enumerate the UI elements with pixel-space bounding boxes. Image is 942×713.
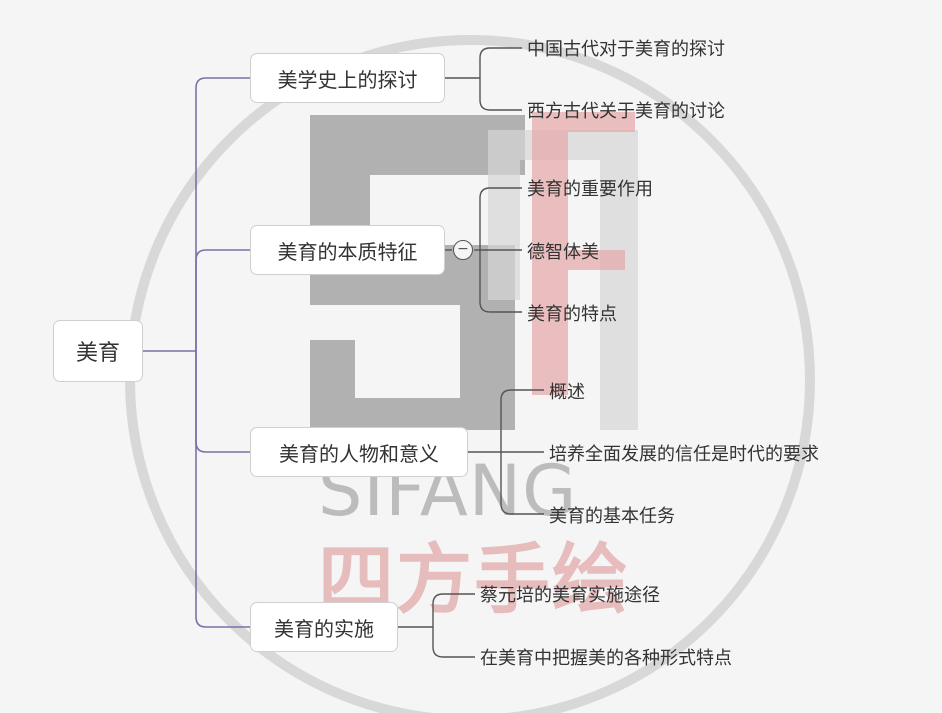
branch-node-significance[interactable]: 美育的人物和意义	[250, 427, 468, 477]
leaf-node[interactable]: 中国古代对于美育的探讨	[527, 39, 725, 60]
branch-node-implementation[interactable]: 美育的实施	[250, 602, 398, 652]
leaf-node[interactable]: 蔡元培的美育实施途径	[480, 585, 660, 606]
branch4-link-2	[432, 627, 475, 658]
leaf-node[interactable]: 培养全面发展的信任是时代的要求	[549, 444, 819, 465]
branch2-link-1	[479, 187, 522, 250]
root-connector-4	[195, 351, 250, 628]
branch3-link-3	[500, 452, 544, 515]
branch4-link-1	[432, 593, 475, 627]
branch1-link-2	[479, 78, 522, 111]
collapse-toggle-icon[interactable]: −	[453, 240, 473, 260]
watermark-f-frame	[488, 130, 638, 430]
branch-node-label: 美育的本质特征	[277, 239, 418, 264]
branch2-link-3	[479, 250, 522, 313]
leaf-node[interactable]: 美育的特点	[527, 304, 617, 325]
branch-node-label: 美学史上的探讨	[277, 67, 418, 92]
branch-node-history[interactable]: 美学史上的探讨	[250, 53, 445, 103]
leaf-node[interactable]: 概述	[549, 382, 585, 403]
leaf-node[interactable]: 美育的重要作用	[527, 179, 653, 200]
leaf-node[interactable]: 美育的基本任务	[549, 506, 675, 527]
root-node[interactable]: 美育	[53, 320, 143, 382]
root-node-label: 美育	[75, 341, 120, 366]
leaf-node[interactable]: 西方古代关于美育的讨论	[527, 101, 725, 122]
leaf-node[interactable]: 德智体美	[527, 242, 599, 263]
branch-node-essence[interactable]: 美育的本质特征	[250, 225, 445, 275]
branch1-link-1	[479, 47, 522, 78]
branch-node-label: 美育的实施	[274, 616, 374, 641]
watermark-f-shape	[532, 112, 635, 395]
branch3-link-1	[500, 389, 544, 452]
leaf-node[interactable]: 在美育中把握美的各种形式特点	[480, 648, 732, 669]
branch-node-label: 美育的人物和意义	[279, 441, 439, 466]
root-connector-1	[195, 77, 250, 351]
root-connector-2	[195, 249, 250, 351]
root-connector-3	[195, 351, 250, 453]
